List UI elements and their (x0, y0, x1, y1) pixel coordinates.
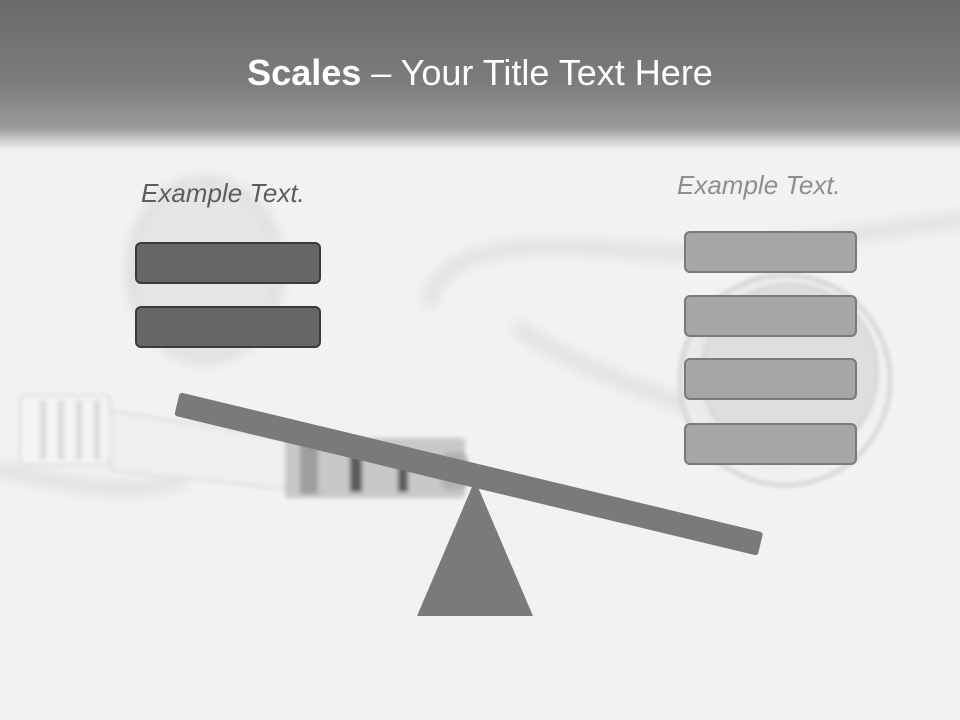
right-weight-box (684, 358, 857, 400)
scale-fulcrum (417, 480, 533, 616)
left-example-text: Example Text. (141, 178, 305, 208)
title-rest: – Your Title Text Here (361, 52, 713, 93)
slide-title: Scales – Your Title Text Here (0, 52, 960, 94)
left-weight-box (135, 306, 321, 348)
right-weight-box (684, 423, 857, 465)
left-weight-box (135, 242, 321, 284)
right-weight-box (684, 231, 857, 273)
title-bold: Scales (247, 52, 362, 93)
title-bar: Scales – Your Title Text Here (0, 0, 960, 150)
right-weight-box (684, 295, 857, 337)
right-example-text: Example Text. (677, 170, 841, 200)
